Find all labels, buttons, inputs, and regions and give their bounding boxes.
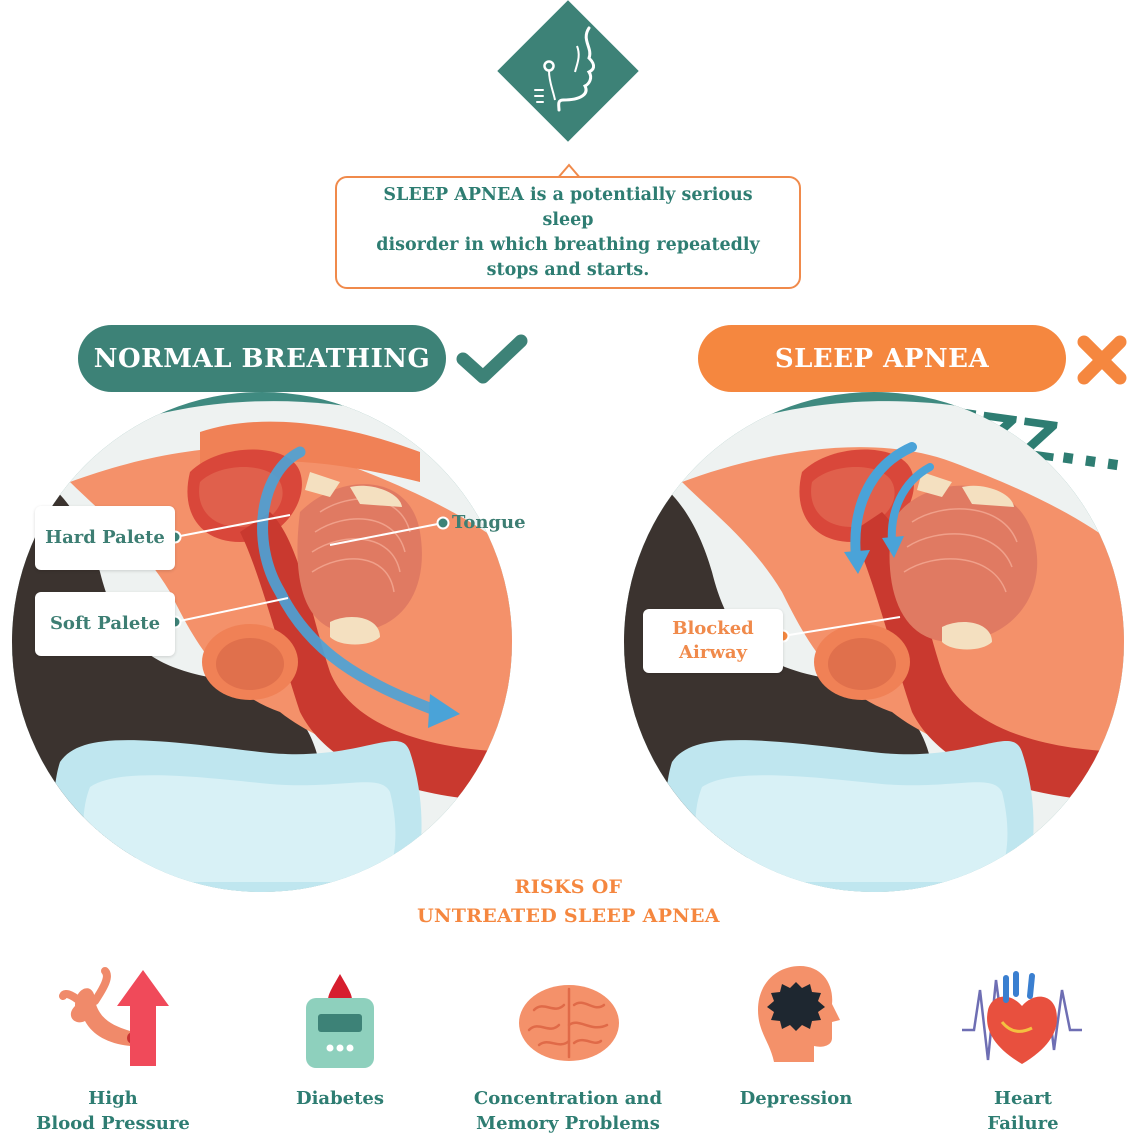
- blocked-airway-illustration: [624, 392, 1124, 892]
- risk-label-line-2: Blood Pressure: [36, 1113, 190, 1134]
- head-profile-logo-icon: [497, 0, 639, 142]
- risk-label-line-1: High: [88, 1088, 138, 1109]
- risk-concentration-memory: Concentration and Memory Problems: [458, 1086, 678, 1136]
- sleep-apnea-header: SLEEP APNEA: [698, 325, 1066, 392]
- normal-breathing-header: NORMAL BREATHING: [78, 325, 446, 392]
- glucose-meter-icon: [306, 974, 374, 1068]
- definition-line-2: disorder in which breathing repeatedly: [376, 234, 760, 255]
- definition-callout: SLEEP APNEA is a potentially serious sle…: [335, 176, 801, 289]
- depression-head-icon: [758, 966, 840, 1062]
- risk-label-line-1: Concentration and: [473, 1088, 663, 1109]
- check-icon: [456, 334, 528, 384]
- risk-heart-failure: Heart Failure: [913, 1086, 1133, 1136]
- risk-label-line-2: Failure: [987, 1113, 1059, 1134]
- definition-line-3: stops and starts.: [486, 259, 650, 280]
- risk-label-line-2: Memory Problems: [476, 1113, 660, 1134]
- tongue-label: Tongue: [452, 512, 526, 533]
- soft-palate-label: Soft Palete: [35, 592, 175, 656]
- risks-heading: RISKS OF UNTREATED SLEEP APNEA: [300, 873, 837, 931]
- risk-label-line-1: Depression: [739, 1088, 853, 1109]
- risk-label-line-1: Diabetes: [295, 1088, 385, 1109]
- risks-heading-line-1: RISKS OF: [514, 876, 623, 898]
- definition-line-1: SLEEP APNEA is a potentially serious sle…: [383, 184, 753, 230]
- blocked-airway-line-1: Blocked: [672, 618, 754, 639]
- sleep-apnea-title: SLEEP APNEA: [774, 343, 990, 374]
- heart-icon: [962, 971, 1082, 1064]
- risks-heading-line-2: UNTREATED SLEEP APNEA: [417, 905, 720, 927]
- risk-diabetes: Diabetes: [230, 1086, 450, 1111]
- blood-pressure-icon: [59, 967, 169, 1066]
- risk-high-blood-pressure: High Blood Pressure: [3, 1086, 223, 1136]
- blocked-airway-line-2: Airway: [679, 642, 747, 663]
- brain-icon: [519, 985, 619, 1061]
- blocked-airway-label: Blocked Airway: [643, 609, 783, 673]
- normal-breathing-title: NORMAL BREATHING: [93, 343, 431, 374]
- risk-label-line-1: Heart: [994, 1088, 1052, 1109]
- risk-depression: Depression: [686, 1086, 906, 1111]
- hard-palate-label: Hard Palete: [35, 506, 175, 570]
- soft-palate-text: Soft Palete: [49, 613, 161, 634]
- cross-icon: [1077, 335, 1127, 385]
- hard-palate-text: Hard Palete: [45, 527, 165, 548]
